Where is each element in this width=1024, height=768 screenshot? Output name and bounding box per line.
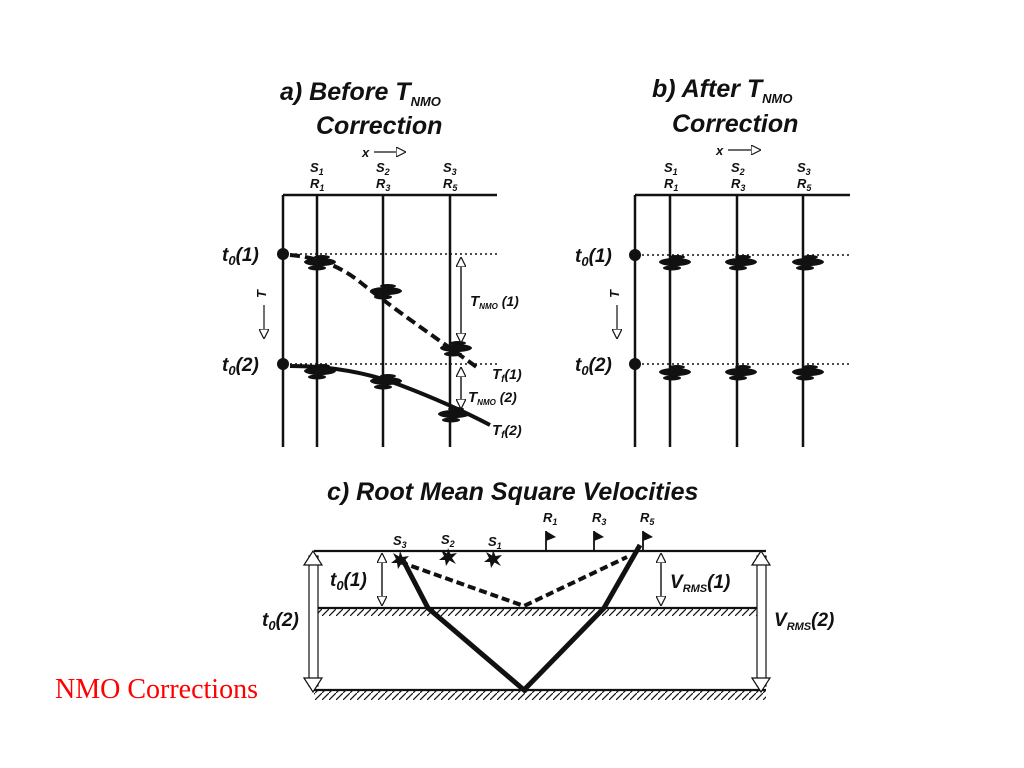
panel-a-t0-2-dot — [277, 358, 289, 370]
panel-b-t0-guides — [642, 254, 850, 365]
slide-caption: NMO Corrections — [55, 674, 258, 705]
panel-c-layer-2-hatch — [314, 690, 766, 700]
panel-a-t-axis-label: T — [254, 289, 269, 298]
panel-a-tnmo1-label: TNMO (1) — [470, 293, 519, 311]
panel-c-receiver-label-3: R5 — [640, 510, 655, 527]
panel-c: c) Root Mean Square Velocities S3 S2 S1 … — [262, 478, 834, 700]
panel-b-title: b) After TNMO — [652, 75, 793, 106]
panel-b-station-3-bottom: R5 — [797, 176, 812, 193]
panel-c-receiver-label-2: R3 — [592, 510, 606, 527]
panel-c-source-star — [484, 550, 502, 568]
panel-a-tnmo2-label: TNMO (2) — [468, 389, 517, 407]
panel-b-station-3-top: S3 — [797, 160, 811, 177]
panel-c-vrms1-label: VRMS(1) — [670, 572, 730, 595]
panel-a-x-label: x — [361, 145, 370, 160]
panel-b-wavelet — [659, 365, 691, 381]
panel-c-receiver-flag — [593, 530, 605, 552]
panel-c-t0-2-arrow — [302, 549, 324, 694]
panel-b: b) After TNMO Correction x S1 R1 S2 R3 S… — [575, 75, 850, 447]
panel-a-station-2-bottom: R3 — [376, 176, 390, 193]
panel-b-wavelet — [792, 365, 824, 381]
panel-b-t0-2-dot — [629, 358, 641, 370]
panel-a-station-2-top: S2 — [376, 160, 390, 177]
panel-c-layers — [314, 549, 766, 692]
panel-c-ray-layer-2 — [400, 543, 643, 694]
panel-a-wavelet — [370, 284, 402, 300]
panel-b-station-2-top: S2 — [731, 160, 745, 177]
panel-a-title-line2: Correction — [316, 112, 442, 140]
panel-c-title: c) Root Mean Square Velocities — [327, 478, 698, 506]
panel-a-tf2-label: Tf(2) — [492, 422, 522, 441]
panel-b-t0-1-dot — [629, 249, 641, 261]
panel-c-layer-1-hatch — [314, 608, 766, 616]
panel-a-title: a) Before TNMO — [280, 78, 441, 109]
panel-a-station-3-bottom: R5 — [443, 176, 458, 193]
panel-c-vrms2-label: VRMS(2) — [774, 610, 834, 633]
panel-b-station-1-top: S1 — [664, 160, 678, 177]
panel-b-wavelet — [725, 365, 757, 381]
panel-b-x-label: x — [715, 143, 724, 158]
panel-a-t0-1-dot — [277, 248, 289, 260]
panel-c-source-label-3: S1 — [488, 534, 502, 551]
panel-b-t0-2-label: t0(2) — [575, 355, 612, 378]
panel-c-ray-layer-1 — [399, 555, 628, 609]
panel-a-t0-2-label: t0(2) — [222, 355, 259, 378]
panel-a-tf1-label: Tf(1) — [492, 366, 522, 385]
panel-b-t-axis-label: T — [607, 289, 622, 298]
panel-a-frame — [281, 193, 497, 447]
panel-c-receiver-flag — [642, 530, 654, 552]
panel-c-t0-1-label: t0(1) — [330, 570, 367, 593]
panel-c-vrms2-arrow — [750, 549, 772, 694]
panel-b-station-2-bottom: R3 — [731, 176, 745, 193]
panel-a-station-3-top: S3 — [443, 160, 457, 177]
panel-a-wavelet — [438, 407, 470, 423]
panel-b-wavelet — [792, 255, 824, 271]
panel-c-source-label-2: S2 — [441, 532, 455, 549]
panel-b-frame — [633, 193, 850, 447]
panel-c-receiver-flag — [545, 530, 557, 552]
panel-a-t0-1-label: t0(1) — [222, 245, 259, 268]
panel-c-t0-2-label: t0(2) — [262, 610, 299, 633]
panel-b-station-1-bottom: R1 — [664, 176, 678, 193]
panel-a: a) Before TNMO Correction x S1 R1 S2 R3 … — [222, 78, 522, 447]
panel-b-t0-1-label: t0(1) — [575, 246, 612, 269]
panel-b-wavelet — [725, 255, 757, 271]
panel-a-station-1-bottom: R1 — [310, 176, 324, 193]
panel-c-receiver-label-1: R1 — [543, 510, 557, 527]
panel-a-moveout-curve-1 — [289, 253, 480, 370]
panel-a-station-1-top: S1 — [310, 160, 324, 177]
panel-b-wavelet — [659, 255, 691, 271]
panel-c-source-label-1: S3 — [393, 533, 407, 550]
panel-b-title-line2: Correction — [672, 110, 798, 138]
